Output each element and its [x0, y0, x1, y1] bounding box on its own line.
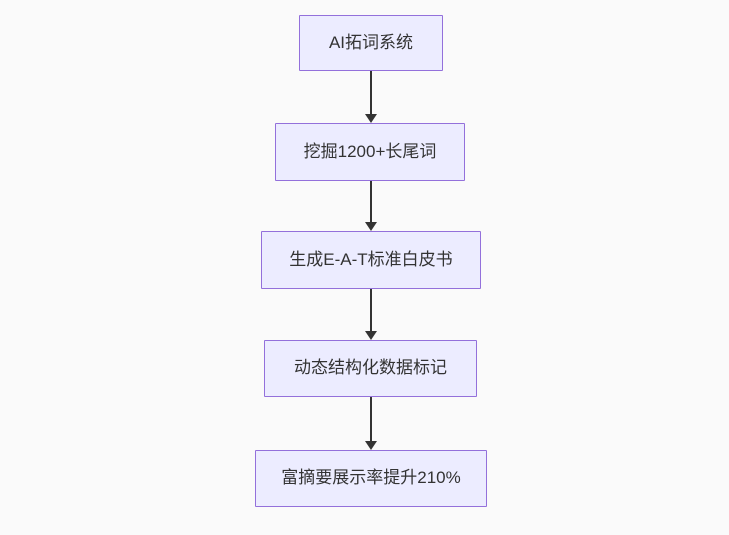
arrow-head-icon: [365, 331, 377, 340]
flow-node-ai-keyword-system: AI拓词系统: [299, 15, 443, 71]
arrow-line: [370, 181, 372, 224]
arrow-head-icon: [365, 441, 377, 450]
arrow-head-icon: [365, 222, 377, 231]
flow-node-label: 动态结构化数据标记: [294, 358, 447, 378]
flow-node-label: 生成E-A-T标准白皮书: [289, 249, 453, 269]
flow-node-label: 挖掘1200+长尾词: [303, 141, 437, 161]
flow-arrow: [361, 71, 381, 123]
arrow-line: [370, 397, 372, 443]
flow-node-eat-whitepaper: 生成E-A-T标准白皮书: [261, 231, 481, 289]
flow-arrow: [361, 397, 381, 450]
flow-node-rich-snippet-result: 富摘要展示率提升210%: [255, 450, 487, 507]
flow-arrow: [361, 289, 381, 340]
flow-node-longtail-mining: 挖掘1200+长尾词: [275, 123, 465, 181]
flow-node-structured-data-markup: 动态结构化数据标记: [264, 340, 477, 397]
arrow-line: [370, 71, 372, 116]
flow-arrow: [361, 181, 381, 231]
flow-node-label: 富摘要展示率提升210%: [281, 468, 461, 488]
arrow-head-icon: [365, 114, 377, 123]
flow-node-label: AI拓词系统: [328, 32, 414, 52]
arrow-line: [370, 289, 372, 333]
